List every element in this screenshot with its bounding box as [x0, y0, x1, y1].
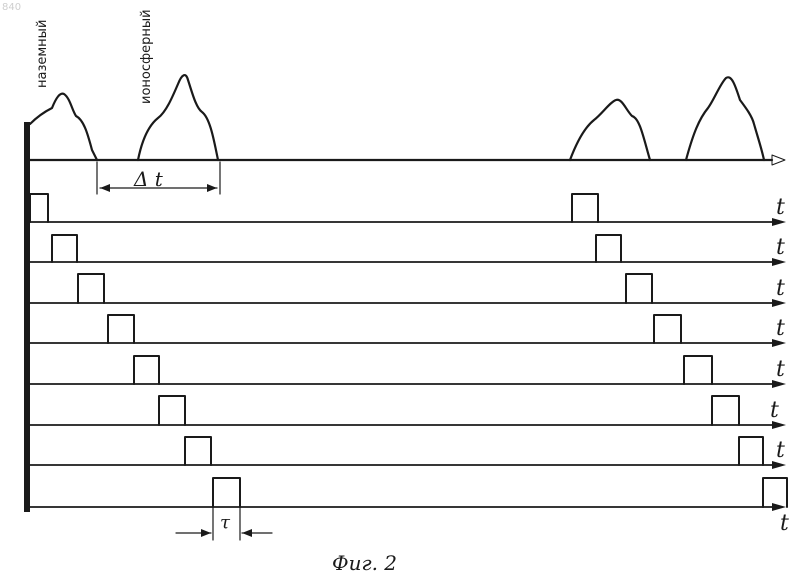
tau-label: τ [220, 512, 231, 533]
ionospheric-label: ионосферный [139, 9, 154, 104]
gate-axis-arrow [772, 503, 786, 511]
time-axis-label: t [776, 438, 785, 463]
tau-right-arrow [242, 529, 252, 537]
tau-left-arrow [201, 529, 211, 537]
gate-pulse [30, 194, 48, 222]
gate-pulse [763, 478, 787, 507]
gate-pulse [572, 194, 598, 222]
time-axis-label: t [770, 398, 779, 423]
gate-pulse [185, 437, 211, 465]
gate-row-6: t [30, 396, 786, 429]
gate-pulse [684, 356, 712, 384]
corner-mark: 840 [2, 2, 21, 13]
gate-row-3: t [30, 274, 786, 307]
gate-pulse [159, 396, 185, 425]
gate-pulse [78, 274, 104, 303]
gate-pulse [134, 356, 159, 384]
time-axis-label: t [780, 511, 789, 536]
gate-pulse [739, 437, 763, 465]
delta-t-right-arrow [207, 184, 217, 192]
gate-row-5: t [30, 356, 786, 388]
gate-row-4: t [30, 315, 786, 347]
second-ground-pulse [570, 100, 650, 160]
gate-pulse [596, 235, 621, 262]
gate-pulse [52, 235, 77, 262]
tau-dimension: τ [176, 508, 272, 540]
origin-bar [24, 122, 30, 512]
time-axis-label: t [776, 316, 785, 341]
gate-pulse [108, 315, 134, 343]
gate-pulse [213, 478, 240, 507]
delta-t-label: Δ t [133, 167, 164, 191]
delta-t-left-arrow [100, 184, 110, 192]
gate-row-8: t [30, 478, 789, 536]
gate-pulse [712, 396, 739, 425]
time-axis-label: t [776, 235, 785, 260]
delta-t-dimension: Δ t [97, 162, 220, 194]
gate-pulse [654, 315, 681, 343]
time-axis-label: t [776, 357, 785, 382]
ground-label: наземный [35, 20, 50, 88]
gate-pulse [626, 274, 652, 303]
signal-axis-arrow [772, 155, 785, 165]
ground-wave-pulse [30, 94, 97, 160]
gate-row-2: t [30, 235, 786, 266]
time-axis-label: t [776, 276, 785, 301]
time-axis-label: t [776, 195, 785, 220]
second-ionospheric-pulse [686, 77, 764, 160]
gate-row-1: t [30, 194, 786, 226]
gate-row-7: t [30, 437, 786, 469]
figure-caption: Фиг. 2 [332, 551, 397, 575]
